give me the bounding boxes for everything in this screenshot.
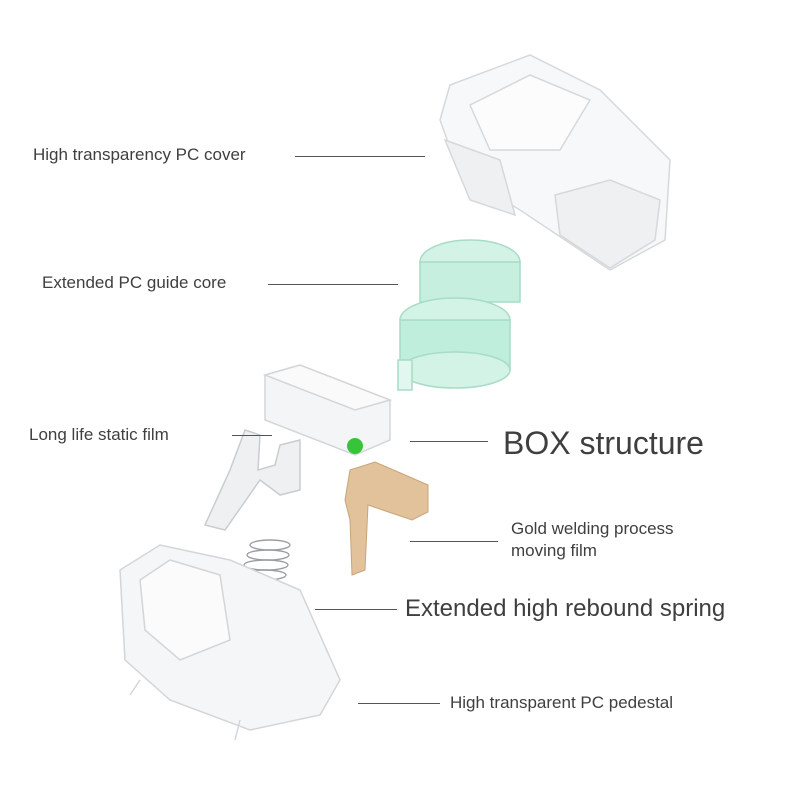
- leader-line: [232, 435, 272, 436]
- label-gold-film-line2: moving film: [511, 541, 597, 560]
- label-static-film: Long life static film: [29, 425, 169, 444]
- box-housing: [262, 364, 393, 456]
- label-gold-film-line1: Gold welding process: [511, 519, 674, 538]
- label-pedestal: High transparent PC pedestal: [450, 693, 674, 712]
- label-pc-cover: High transparency PC cover: [33, 145, 246, 164]
- static-film: [203, 429, 301, 531]
- leader-line: [358, 703, 440, 704]
- label-spring: Extended high rebound spring: [405, 595, 726, 622]
- pc-cover: [439, 54, 671, 271]
- leader-line: [315, 609, 397, 610]
- leader-line: [295, 156, 425, 157]
- leader-line: [410, 541, 498, 542]
- leader-line: [410, 441, 488, 442]
- label-box-structure: BOX structure: [503, 425, 704, 461]
- green-contact: [347, 438, 363, 454]
- leader-line: [268, 284, 398, 285]
- gold-moving-film: [344, 461, 429, 576]
- guide-core: [397, 239, 521, 391]
- pc-pedestal: [119, 544, 341, 741]
- label-guide-core: Extended PC guide core: [42, 273, 227, 292]
